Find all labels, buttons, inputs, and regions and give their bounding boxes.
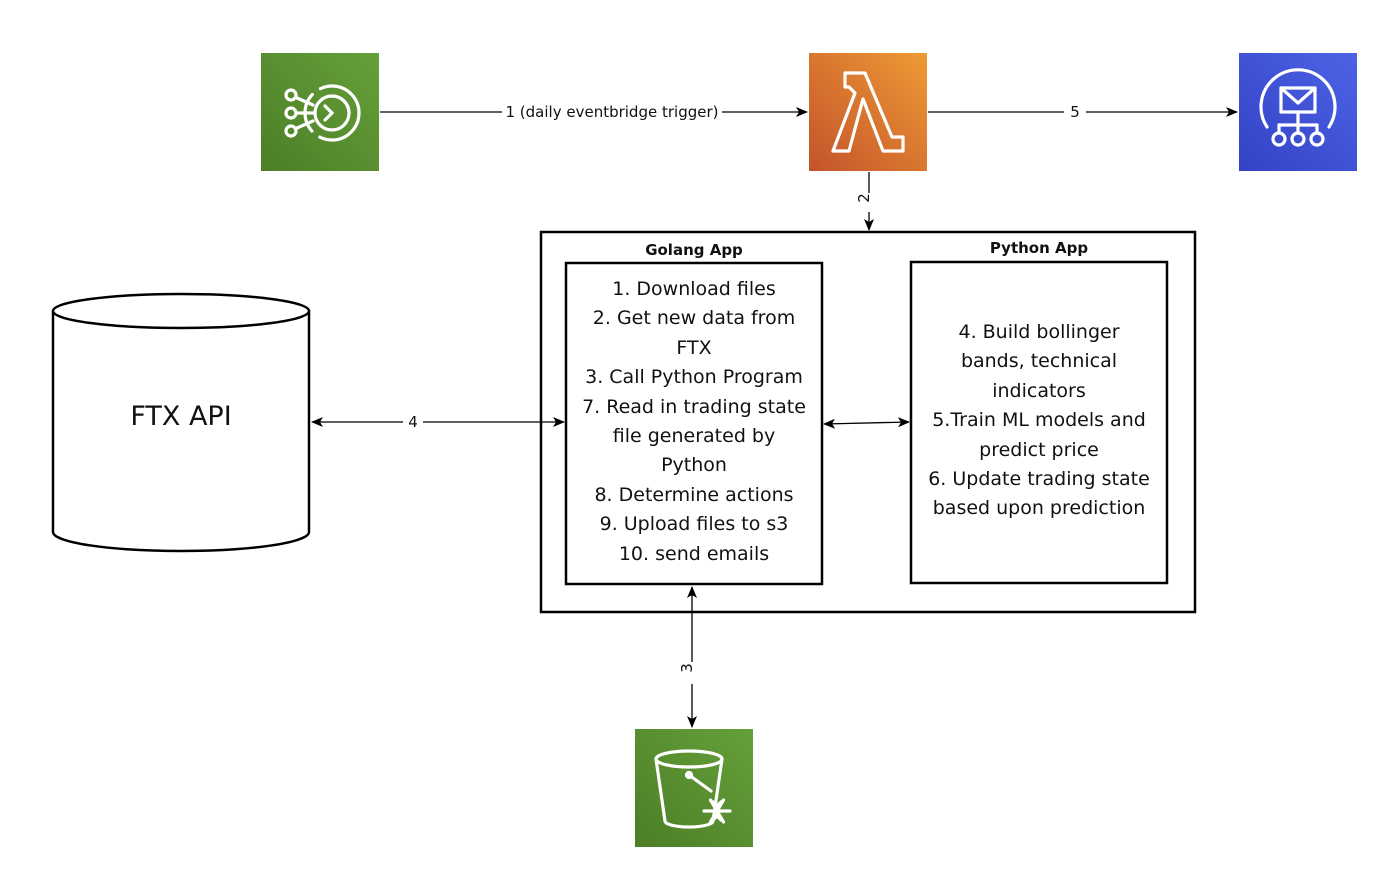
ftx-api-label: FTX API	[130, 401, 232, 432]
python-step: 6. Update trading state	[928, 468, 1150, 491]
sns-email-icon[interactable]	[1239, 53, 1357, 171]
python-step: indicators	[992, 379, 1086, 402]
python-step: 4. Build bollinger	[958, 321, 1120, 343]
golang-step: Python	[661, 454, 727, 477]
edge-lambda-to-container: 2	[855, 172, 874, 231]
golang-step: 1. Download files	[612, 278, 776, 300]
edge-ftx-to-golang: 4	[311, 413, 565, 431]
edge-label-4: 4	[408, 413, 418, 431]
edge-eventbridge-to-lambda: 1 (daily eventbridge trigger)	[380, 103, 808, 121]
python-step: predict price	[979, 438, 1099, 461]
python-app-title: Python App	[989, 239, 1089, 257]
golang-step: 7. Read in trading state	[582, 395, 806, 418]
golang-step: 2. Get new data from	[592, 307, 796, 330]
edge-label-5: 5	[1070, 103, 1080, 121]
golang-step: 10. send emails	[618, 542, 770, 565]
python-step: 5.Train ML models and	[932, 409, 1146, 432]
golang-steps-list: 1. Download files 2. Get new data from F…	[566, 275, 822, 569]
s3-glacier-bucket-icon[interactable]	[635, 729, 753, 847]
golang-step: file generated by	[612, 425, 776, 448]
edge-label-1: 1 (daily eventbridge trigger)	[506, 103, 719, 121]
eventbridge-icon[interactable]	[261, 53, 379, 171]
ftx-api-database	[51, 292, 311, 553]
lambda-icon[interactable]	[809, 53, 927, 171]
golang-step: 3. Call Python Program	[585, 366, 803, 389]
python-steps-list: 4. Build bollinger bands, technical indi…	[911, 318, 1167, 524]
python-step: based upon prediction	[932, 497, 1146, 520]
python-app-box	[909, 260, 1169, 585]
app-container	[539, 230, 1197, 614]
python-step: bands, technical	[960, 350, 1118, 373]
edge-label-2: 2	[855, 193, 873, 203]
edge-golang-to-python	[823, 417, 910, 429]
golang-step: 9. Upload files to s3	[599, 513, 789, 536]
golang-app-box	[564, 261, 824, 586]
golang-app-title: Golang App	[645, 241, 743, 259]
edge-golang-to-s3: 3	[678, 586, 697, 728]
edge-lambda-to-sns: 5	[928, 103, 1238, 121]
edge-label-3: 3	[678, 663, 696, 673]
golang-step: FTX	[676, 336, 712, 359]
golang-step: 8. Determine actions	[594, 483, 794, 506]
